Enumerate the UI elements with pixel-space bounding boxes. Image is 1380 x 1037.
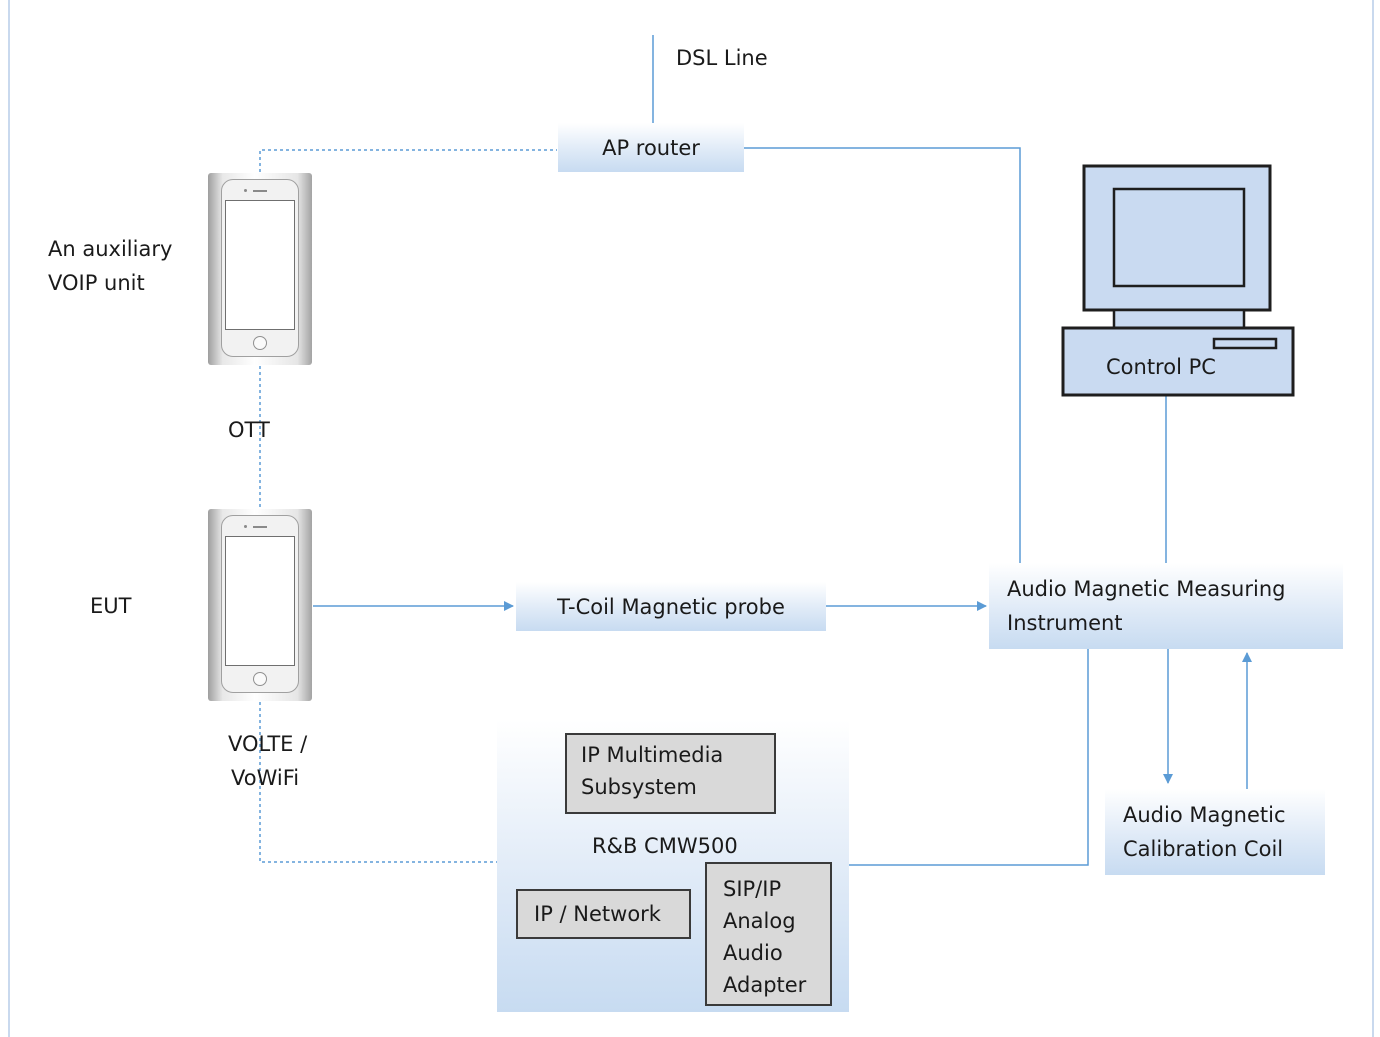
ip-network-box: IP / Network: [516, 889, 691, 939]
cmw500-label: R&B CMW500: [592, 834, 738, 858]
sip-label-line4: Adapter: [723, 973, 807, 997]
sip-label-line3: Audio: [723, 941, 783, 965]
ims-label-line2: Subsystem: [581, 775, 697, 799]
right-edge-rule: [1372, 0, 1374, 1037]
volte-label-line2: VoWiFi: [231, 766, 300, 790]
volte-vowifi-label: VOLTE / VoWiFi: [228, 727, 307, 795]
ip-network-label: IP / Network: [534, 902, 661, 926]
instrument-label-line1: Audio Magnetic Measuring: [1007, 577, 1286, 601]
left-edge-rule: [8, 0, 10, 1037]
ap-router-label: AP router: [602, 135, 700, 160]
cmw500-to-instrument-connector: [849, 649, 1089, 866]
volte-label-line1: VOLTE /: [228, 732, 308, 756]
ap-router-box: AP router: [558, 123, 744, 172]
aux-voip-label-line2: VOIP unit: [48, 271, 145, 295]
coil-label-line2: Calibration Coil: [1123, 837, 1284, 861]
router-to-instrument-connector: [744, 147, 1021, 563]
calibration-coil-box: Audio Magnetic Calibration Coil: [1105, 789, 1325, 875]
ip-multimedia-subsystem-box: IP Multimedia Subsystem: [565, 733, 776, 814]
control-pc-label: Control PC: [1106, 355, 1216, 379]
coil-label-line1: Audio Magnetic: [1123, 803, 1286, 827]
dsl-line-label: DSL Line: [676, 46, 768, 70]
eut-to-cmw500-dashed-link: [259, 702, 497, 863]
aux-voip-label-line1: An auxiliary: [48, 237, 173, 261]
ott-label: OTT: [228, 418, 270, 442]
computer-icon: [1061, 164, 1295, 397]
aux-voip-label: An auxiliary VOIP unit: [48, 232, 172, 300]
auxiliary-voip-phone: [208, 173, 312, 365]
tcoil-probe-box: T-Coil Magnetic probe: [516, 582, 826, 631]
audio-measuring-instrument-box: Audio Magnetic Measuring Instrument: [989, 563, 1343, 649]
eut-label: EUT: [90, 594, 132, 618]
ims-label-line1: IP Multimedia: [581, 743, 724, 767]
sip-label-line1: SIP/IP: [723, 877, 782, 901]
eut-phone: [208, 509, 312, 701]
sip-label-line2: Analog: [723, 909, 796, 933]
sip-analog-audio-adapter-box: SIP/IP Analog Audio Adapter: [705, 862, 832, 1006]
tcoil-probe-label: T-Coil Magnetic probe: [557, 594, 785, 619]
aux-to-router-dashed-link: [259, 149, 557, 172]
instrument-label-line2: Instrument: [1007, 611, 1123, 635]
